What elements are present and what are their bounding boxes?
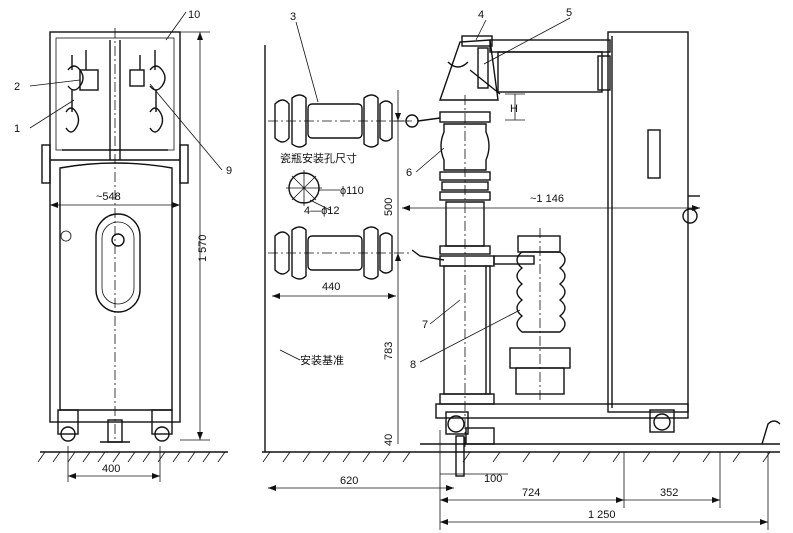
callout-2: 2 xyxy=(14,81,20,93)
mounting-datum-label: 安装基准 xyxy=(300,353,344,367)
callout-7: 7 xyxy=(422,319,428,331)
callout-4: 4 xyxy=(478,9,484,21)
side-view xyxy=(262,17,781,530)
insulator-hole-title: 瓷瓶安装孔尺寸 xyxy=(280,151,357,165)
callout-8: 8 xyxy=(410,359,416,371)
callout-5: 5 xyxy=(566,7,572,19)
dim-total-length: 1 250 xyxy=(588,509,616,521)
dim-total-height: 1 570 xyxy=(197,234,209,262)
dim-base-gap: 40 xyxy=(383,434,395,446)
dim-lower-height: 783 xyxy=(383,342,395,360)
dim-rear-offset: 352 xyxy=(660,487,678,499)
front-view xyxy=(29,11,228,482)
dim-insulator-offset: 440 xyxy=(322,281,340,293)
pcd-label: ϕ110 xyxy=(340,185,364,197)
callout-10: 10 xyxy=(188,9,200,21)
holes-label: 4—ϕ12 xyxy=(304,205,340,217)
dim-center-offset: 100 xyxy=(484,473,502,485)
dim-upper-spacing: 500 xyxy=(383,198,395,216)
dim-base-depth: 724 xyxy=(522,487,540,499)
dim-left-offset: 620 xyxy=(340,475,358,487)
callout-3: 3 xyxy=(290,11,296,23)
dim-front-width: ~548 xyxy=(96,191,121,203)
dim-base-width: 400 xyxy=(102,463,120,475)
callout-1: 1 xyxy=(14,123,20,135)
callout-9: 9 xyxy=(226,165,232,177)
h-symbol: H xyxy=(510,103,518,115)
callout-6: 6 xyxy=(406,167,412,179)
dim-depth: ~1 146 xyxy=(530,193,564,205)
